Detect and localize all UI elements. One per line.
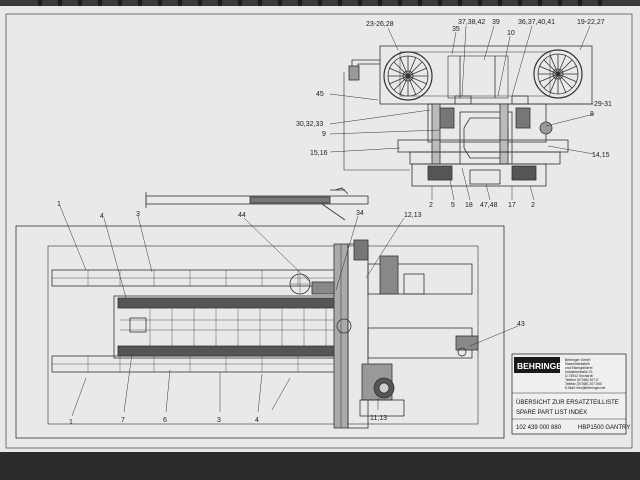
callout-label: 8	[590, 111, 594, 118]
callout-label: 3	[217, 417, 221, 424]
company-line: Behringer GmbH	[565, 358, 591, 362]
company-line: Telefon (07266) 207-0	[565, 378, 598, 382]
callout-label: 35	[452, 26, 460, 33]
title-block: BEHRINGER Behringer GmbH Maschinenfabrik…	[511, 353, 630, 435]
callout-label: 30,32,33	[296, 121, 323, 128]
callout-label: 4	[255, 417, 259, 424]
callout-label: 17	[508, 202, 516, 209]
document-number: 102 439 000 880	[516, 425, 562, 431]
leader-lines-top	[329, 25, 595, 201]
callout-label: 10	[507, 30, 515, 37]
model-name: HBP1500 GANTRY	[578, 425, 630, 431]
company-line: Telefax (07266) 207-500	[565, 382, 602, 386]
callout-label: 14,15	[592, 152, 610, 159]
company-line: E-Mail: info@behringer.net	[565, 386, 605, 390]
company-line: Maschinenfabrik	[565, 362, 590, 366]
company-line: und Eisengießerei	[565, 366, 593, 370]
leader-lines-plan	[59, 205, 519, 417]
callout-label: 29-31	[594, 101, 612, 108]
callout-label: 18	[465, 202, 473, 209]
callout-label: 47,48	[480, 202, 498, 209]
callout-label: 1	[57, 201, 61, 208]
callout-label: 5	[451, 202, 455, 209]
callout-label: 2	[531, 202, 535, 209]
front-view	[343, 45, 593, 187]
callout-label: 36,37,40,41	[518, 19, 555, 26]
callout-label: 3	[136, 211, 140, 218]
callouts-top: 23-26,28 35 37,38,42 39 10 36,37,40,41 1…	[296, 19, 612, 209]
callout-label: 12,13	[404, 212, 422, 219]
callout-label: 2	[429, 202, 433, 209]
company-line: D-74912 Kirchardt	[565, 374, 593, 378]
pulley-left	[383, 51, 433, 101]
title-english: SPARE PART LIST INDEX	[516, 410, 587, 416]
crane-boom	[145, 187, 369, 221]
drawing-border	[5, 13, 633, 449]
company-line: Industriestraße 23	[565, 370, 592, 374]
title-german: ÜBERSICHT ZUR ERSATZTEILLISTE	[516, 399, 619, 406]
callout-label: 11,13	[370, 415, 387, 422]
brand-name: BEHRINGER	[517, 361, 568, 371]
callout-label: 34	[356, 210, 364, 217]
callout-label: 43	[517, 321, 525, 328]
callouts-plan: 1 4 3 44 34 12,13 43 1 7 6 3 4 11,13	[57, 201, 525, 426]
callout-label: 4	[100, 213, 104, 220]
callout-label: 7	[121, 417, 125, 424]
callout-label: 44	[238, 212, 246, 219]
callout-label: 15,16	[310, 150, 328, 157]
callout-label: 39	[492, 19, 500, 26]
binder-rings	[38, 0, 602, 6]
pulley-right	[533, 49, 583, 99]
plan-view	[15, 225, 505, 439]
callout-label: 1	[69, 419, 73, 426]
callout-label: 45	[316, 91, 324, 98]
callout-label: 9	[322, 131, 326, 138]
callout-label: 19-22,27	[577, 19, 605, 26]
callout-label: 6	[163, 417, 167, 424]
brand-logo	[514, 357, 560, 373]
callout-label: 23-26,28	[366, 21, 394, 28]
callout-label: 37,38,42	[458, 19, 485, 26]
